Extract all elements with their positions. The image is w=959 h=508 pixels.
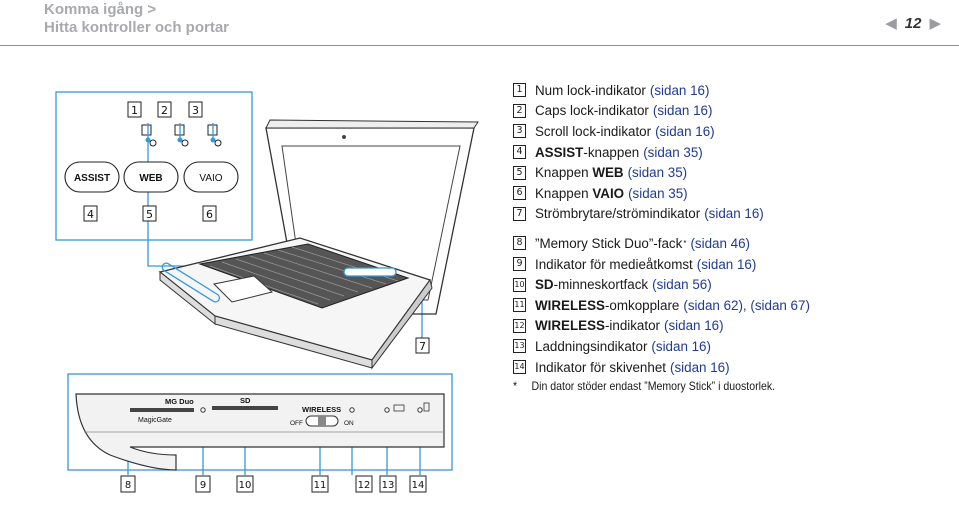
- page-ref-link[interactable]: (sidan 16): [670, 359, 730, 375]
- callout-10: 10: [239, 480, 252, 491]
- wireless-label: WIRELESS: [302, 405, 341, 414]
- disk-icon: [423, 402, 430, 412]
- page-ref-link[interactable]: (sidan 56): [652, 277, 712, 293]
- battery-icon: [393, 404, 405, 412]
- callout-7: 7: [419, 340, 426, 353]
- header-divider: [0, 45, 959, 46]
- assist-button-label: ASSIST: [74, 173, 110, 184]
- memory-stick-logo: MG Duo: [165, 397, 194, 406]
- page-ref-link[interactable]: (sidan 16): [664, 318, 724, 334]
- legend-item: 8”Memory Stick Duo”-fack*(sidan 46): [513, 233, 953, 254]
- assist-button: [64, 161, 120, 193]
- callout-11: 11: [314, 480, 327, 491]
- page-ref-link[interactable]: (sidan 16): [649, 82, 710, 98]
- page-number: 12: [904, 15, 922, 32]
- off-label: OFF: [290, 420, 303, 427]
- page-ref-link[interactable]: (sidan 35): [628, 185, 688, 201]
- callout-13: 13: [382, 480, 395, 491]
- web-button-label: WEB: [139, 173, 162, 184]
- front-panel: MG Duo MagicGate SD WIRELESS OFF ON: [75, 393, 445, 471]
- sd-label: SD: [240, 396, 251, 405]
- callout-9: 9: [200, 480, 206, 491]
- page-navigation: ◀ 12 ▶: [885, 15, 941, 32]
- on-label: ON: [344, 420, 354, 427]
- page-ref-link[interactable]: (sidan 62), (sidan 67): [683, 297, 810, 313]
- laptop-illustration: [158, 119, 479, 370]
- callout-1: 1: [131, 104, 138, 117]
- magicgate-logo: MagicGate: [138, 417, 172, 424]
- page-ref-link[interactable]: (sidan 16): [704, 206, 764, 222]
- page-ref-link[interactable]: (sidan 16): [696, 256, 757, 272]
- page-ref-link[interactable]: (sidan 16): [652, 103, 713, 119]
- laptop-figure: 1 2 3 ASSIST WEB VAIO 4 5 6: [55, 91, 479, 493]
- callout-4: 4: [87, 208, 94, 221]
- callout-5: 5: [146, 208, 153, 221]
- web-button: [123, 161, 179, 193]
- keys-zoom-frame: [55, 91, 253, 241]
- page-ref-link[interactable]: (sidan 16): [651, 338, 711, 354]
- breadcrumb-title[interactable]: Komma igång >: [44, 1, 157, 18]
- callout-12: 12: [358, 480, 371, 491]
- page-ref-link[interactable]: (sidan 35): [643, 144, 703, 160]
- callout-2: 2: [161, 104, 168, 117]
- triangle-right-icon[interactable]: ▶: [929, 15, 941, 32]
- callout-6: 6: [206, 208, 213, 221]
- page-ref-link[interactable]: (sidan 35): [627, 165, 688, 181]
- vaio-button: [183, 161, 239, 193]
- callout-3: 3: [192, 104, 199, 117]
- footnote: *Din dator stöder endast ”Memory Stick” …: [513, 379, 776, 394]
- callout-8: 8: [125, 480, 131, 491]
- page-subtitle: Hitta kontroller och portar: [44, 19, 230, 36]
- page-ref-link[interactable]: (sidan 16): [655, 123, 715, 139]
- triangle-left-icon[interactable]: ◀: [885, 15, 897, 32]
- front-zoom-frame: [67, 373, 453, 471]
- callout-14: 14: [412, 480, 425, 491]
- page-ref-link[interactable]: (sidan 46): [690, 235, 750, 251]
- vaio-button-label: VAIO: [199, 173, 222, 184]
